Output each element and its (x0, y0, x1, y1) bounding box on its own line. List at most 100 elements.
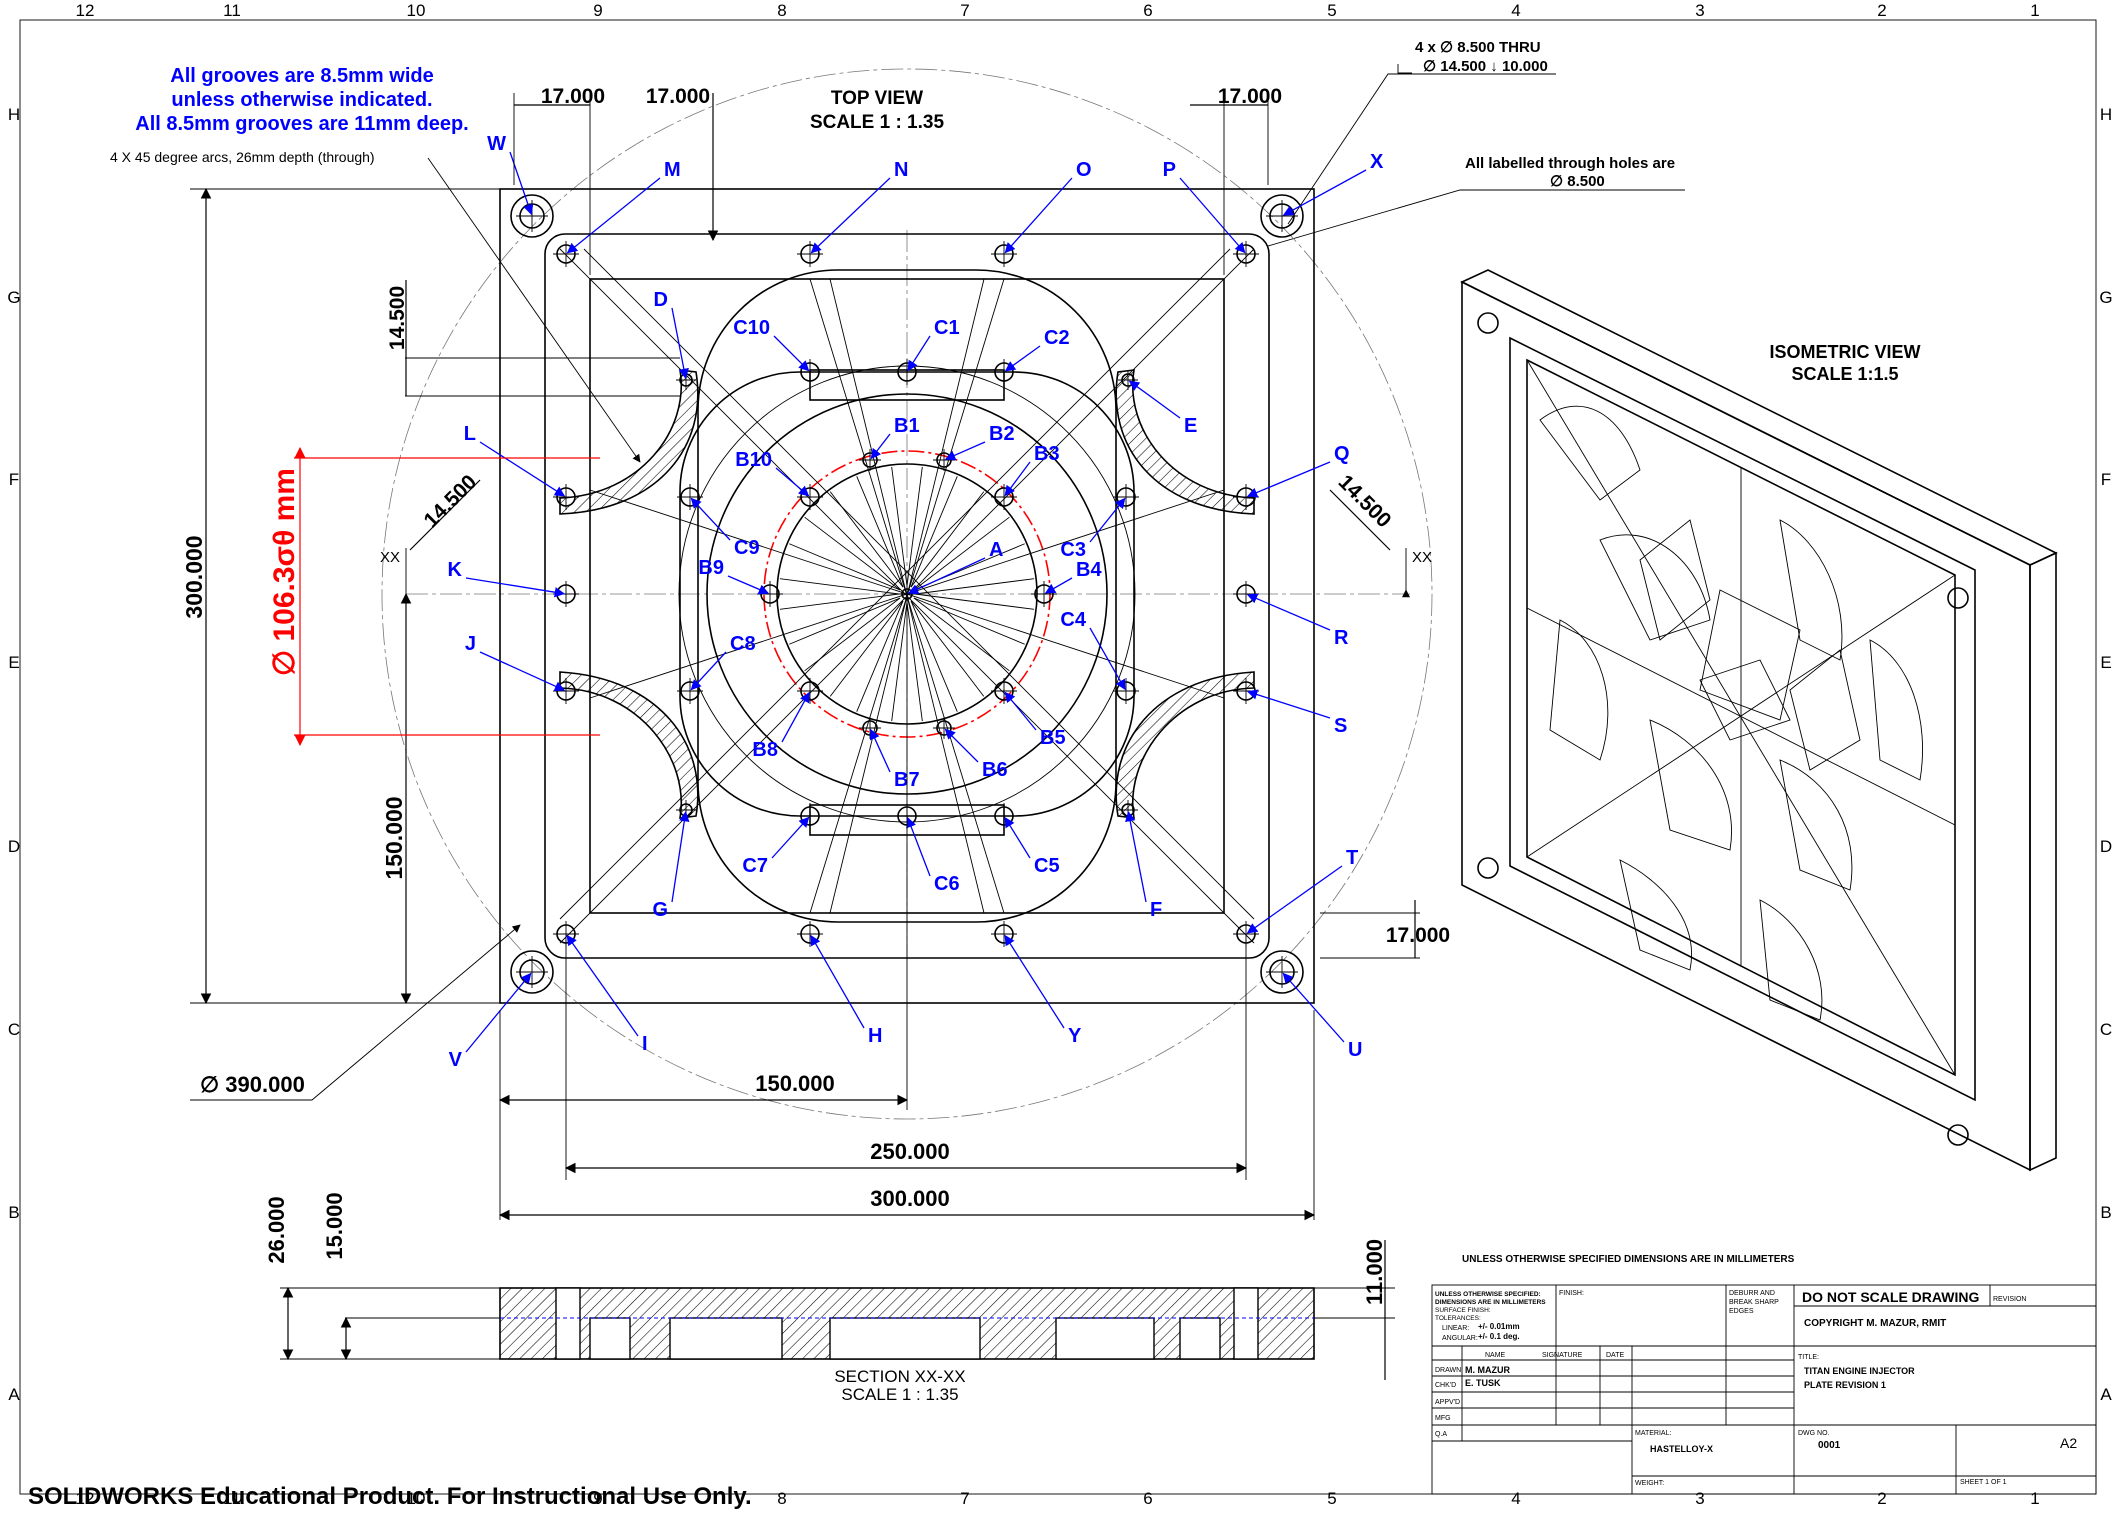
label-v: V (449, 1049, 463, 1071)
dim-11: 11.000 (1362, 1239, 1387, 1305)
zone-row-D-right: D (2100, 837, 2112, 856)
zone-col-10-bottom: 10 (407, 1489, 426, 1508)
label-m: M (664, 159, 681, 181)
dim-150-horizontal: 150.000 (755, 1071, 835, 1096)
label-c5: C5 (1034, 855, 1060, 877)
title-block: UNLESS OTHERWISE SPECIFIED DIMENSIONS AR… (1431, 1254, 2097, 1495)
section-marker-left: XX (380, 549, 400, 566)
zone-col-4-bottom: 4 (1511, 1489, 1520, 1508)
leader-b8 (781, 691, 810, 743)
leader-p (1179, 177, 1246, 254)
leader-y (1004, 934, 1065, 1029)
groove-note: All grooves are 8.5mm wide unless otherw… (135, 65, 469, 135)
tb-linear: LINEAR: (1442, 1325, 1469, 1332)
tb-finish: FINISH: (1559, 1290, 1584, 1297)
zone-col-9-top: 9 (593, 1, 602, 20)
leader-b1 (870, 433, 891, 460)
dim-14-5-diag-left: 14.500 (420, 471, 482, 533)
leader-i (566, 934, 639, 1037)
educational-watermark: SOLIDWORKS Educational Product. For Inst… (28, 1483, 752, 1510)
tb-deburr-3: EDGES (1729, 1308, 1754, 1315)
arc-slot-sw (559, 671, 699, 819)
label-x: X (1370, 151, 1384, 173)
tb-title-label: TITLE: (1798, 1354, 1819, 1361)
leader-v (465, 972, 532, 1053)
zone-col-12-bottom: 12 (76, 1489, 95, 1508)
leader-c3 (1089, 497, 1126, 543)
zone-row-A-right: A (2100, 1385, 2112, 1404)
leader-c2 (1004, 345, 1041, 372)
zone-row-C-right: C (2100, 1020, 2112, 1039)
leader-t (1246, 865, 1343, 934)
label-s: S (1334, 715, 1347, 737)
leader-k (465, 577, 566, 598)
label-c7: C7 (742, 855, 768, 877)
leader-o (1004, 177, 1073, 254)
zone-col-4-top: 4 (1511, 1, 1520, 20)
leader-d (671, 307, 689, 380)
holes-thru-leader (1287, 73, 1556, 225)
dim-14-5-diag-right: 14.500 (1334, 471, 1396, 533)
tb-col-signature: SIGNATURE (1542, 1352, 1583, 1359)
zone-col-8-top: 8 (777, 1, 786, 20)
star-spokes (779, 466, 1035, 722)
leader-a (907, 557, 986, 594)
hole-w-counterbore (510, 194, 554, 238)
top-view-dimensions: 17.000 17.000 17.000 17.000 14.500 14.50… (181, 85, 1450, 1221)
zone-row-A-left: A (8, 1385, 20, 1404)
groove-note-line3: All 8.5mm grooves are 11mm deep. (135, 113, 469, 135)
dim-26: 26.000 (264, 1196, 289, 1263)
dim-250-horizontal: 250.000 (870, 1139, 950, 1164)
hole-x-counterbore (1260, 194, 1304, 238)
zone-row-H-right: H (2100, 105, 2112, 124)
label-o: O (1076, 159, 1092, 181)
top-view-title: TOP VIEW (831, 88, 923, 109)
tb-title-2: PLATE REVISION 1 (1804, 1380, 1886, 1390)
label-b4: B4 (1076, 559, 1102, 581)
dim-300-vertical: 300.000 (181, 535, 207, 618)
leader-c5 (1004, 816, 1031, 859)
leader-w (509, 151, 534, 216)
tb-col-name: NAME (1485, 1352, 1506, 1359)
leader-b4 (1044, 577, 1073, 594)
label-c3: C3 (1060, 539, 1086, 561)
tb-header-note: UNLESS OTHERWISE SPECIFIED DIMENSIONS AR… (1462, 1254, 1795, 1265)
tb-material-label: MATERIAL: (1635, 1430, 1671, 1437)
zone-col-6-top: 6 (1143, 1, 1152, 20)
arcs-leader (427, 157, 641, 463)
tb-title-1: TITAN ENGINE INJECTOR (1804, 1366, 1915, 1376)
tb-linear-val: +/- 0.01mm (1478, 1322, 1520, 1331)
label-l: L (464, 423, 476, 445)
leader-b2 (944, 441, 986, 461)
leader-b7 (869, 728, 891, 773)
tb-drawn-name: M. MAZUR (1465, 1365, 1510, 1375)
leader-b3 (1004, 461, 1031, 497)
leader-m (566, 177, 661, 254)
red-diameter-dim: ∅ 106.3σθ mm (268, 468, 301, 676)
label-b2: B2 (989, 423, 1015, 445)
leader-b5 (1004, 691, 1037, 731)
tb-do-not-scale: DO NOT SCALE DRAWING (1802, 1289, 1979, 1305)
label-f: F (1150, 899, 1162, 921)
zone-col-6-bottom: 6 (1143, 1489, 1152, 1508)
zone-row-E-right: E (2100, 653, 2111, 672)
zone-col-2-bottom: 2 (1877, 1489, 1886, 1508)
leader-x (1282, 169, 1367, 216)
through-holes-note-line2: ∅ 8.500 (1550, 173, 1605, 190)
tb-material: HASTELLOY-X (1650, 1444, 1713, 1454)
zone-col-5-bottom: 5 (1327, 1489, 1336, 1508)
dim-17-right: 17.000 (1386, 924, 1450, 947)
zone-row-D-left: D (8, 837, 20, 856)
tb-col-date: DATE (1606, 1352, 1624, 1359)
tb-drawn: DRAWN (1435, 1367, 1461, 1374)
label-p: P (1163, 159, 1176, 181)
leader-c7 (771, 816, 810, 859)
isometric-view: ISOMETRIC VIEW SCALE 1:1.5 (1460, 269, 2058, 1172)
zone-row-B-left: B (8, 1203, 19, 1222)
zone-col-12-top: 12 (76, 1, 95, 20)
label-w: W (487, 133, 506, 155)
label-c4: C4 (1060, 609, 1086, 631)
label-c8: C8 (730, 633, 756, 655)
